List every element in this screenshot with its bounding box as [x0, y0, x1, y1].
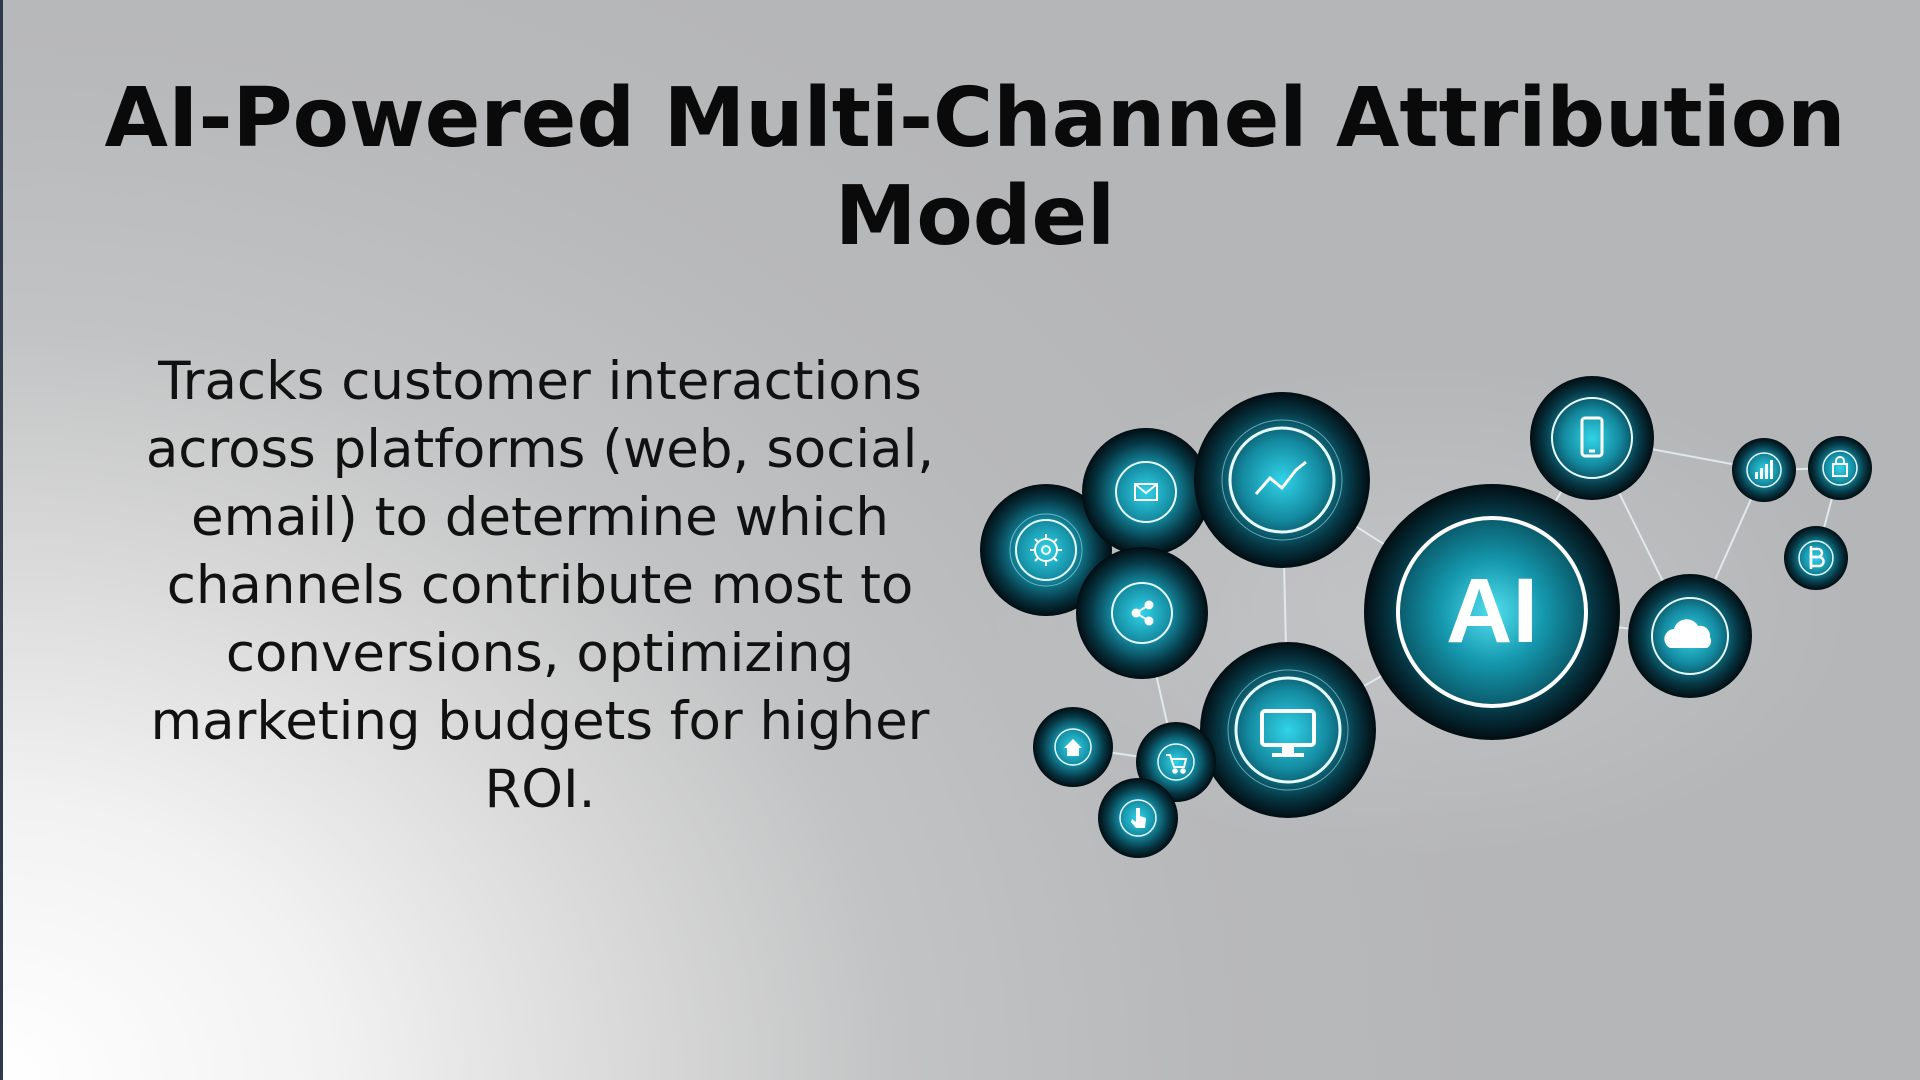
- cloud-node: [1628, 574, 1752, 698]
- trend-chart-node: [1194, 392, 1370, 568]
- trend-chart-icon: [1254, 460, 1307, 495]
- cart-node: [1136, 722, 1216, 802]
- ai-network-graphic: AI: [960, 330, 1890, 890]
- home-node: [1033, 707, 1113, 787]
- share-icon: [1131, 600, 1154, 626]
- bar-chart-icon: [1755, 460, 1773, 479]
- ai-core-node: AI: [1364, 484, 1620, 740]
- gear-icon: [1030, 534, 1062, 566]
- share-node: [1076, 547, 1208, 679]
- smartphone-icon: [1580, 416, 1604, 458]
- gear-node: [980, 484, 1112, 616]
- home-icon: [1064, 739, 1082, 756]
- slide-left-border: [0, 0, 3, 1080]
- mail-icon: [1134, 483, 1158, 501]
- shopping-bag-node: [1808, 436, 1872, 500]
- smartphone-node: [1530, 376, 1654, 500]
- bitcoin-icon: [1809, 546, 1825, 569]
- slide-body-text: Tracks customer interactions across plat…: [145, 351, 935, 820]
- shopping-bag-icon: [1832, 456, 1848, 477]
- mail-node: [1082, 428, 1210, 556]
- bar-chart-node: [1732, 438, 1796, 502]
- slide-title: AI-Powered Multi-Channel Attribution Mod…: [104, 71, 1846, 264]
- monitor-icon: [1260, 709, 1316, 757]
- ai-core-label: AI: [1446, 560, 1538, 662]
- cloud-icon: [1664, 619, 1712, 648]
- hand-tap-icon: [1131, 808, 1146, 828]
- cart-icon: [1166, 754, 1188, 774]
- bitcoin-node: [1784, 526, 1848, 590]
- hand-tap-node: [1098, 778, 1178, 858]
- monitor-node: [1200, 642, 1376, 818]
